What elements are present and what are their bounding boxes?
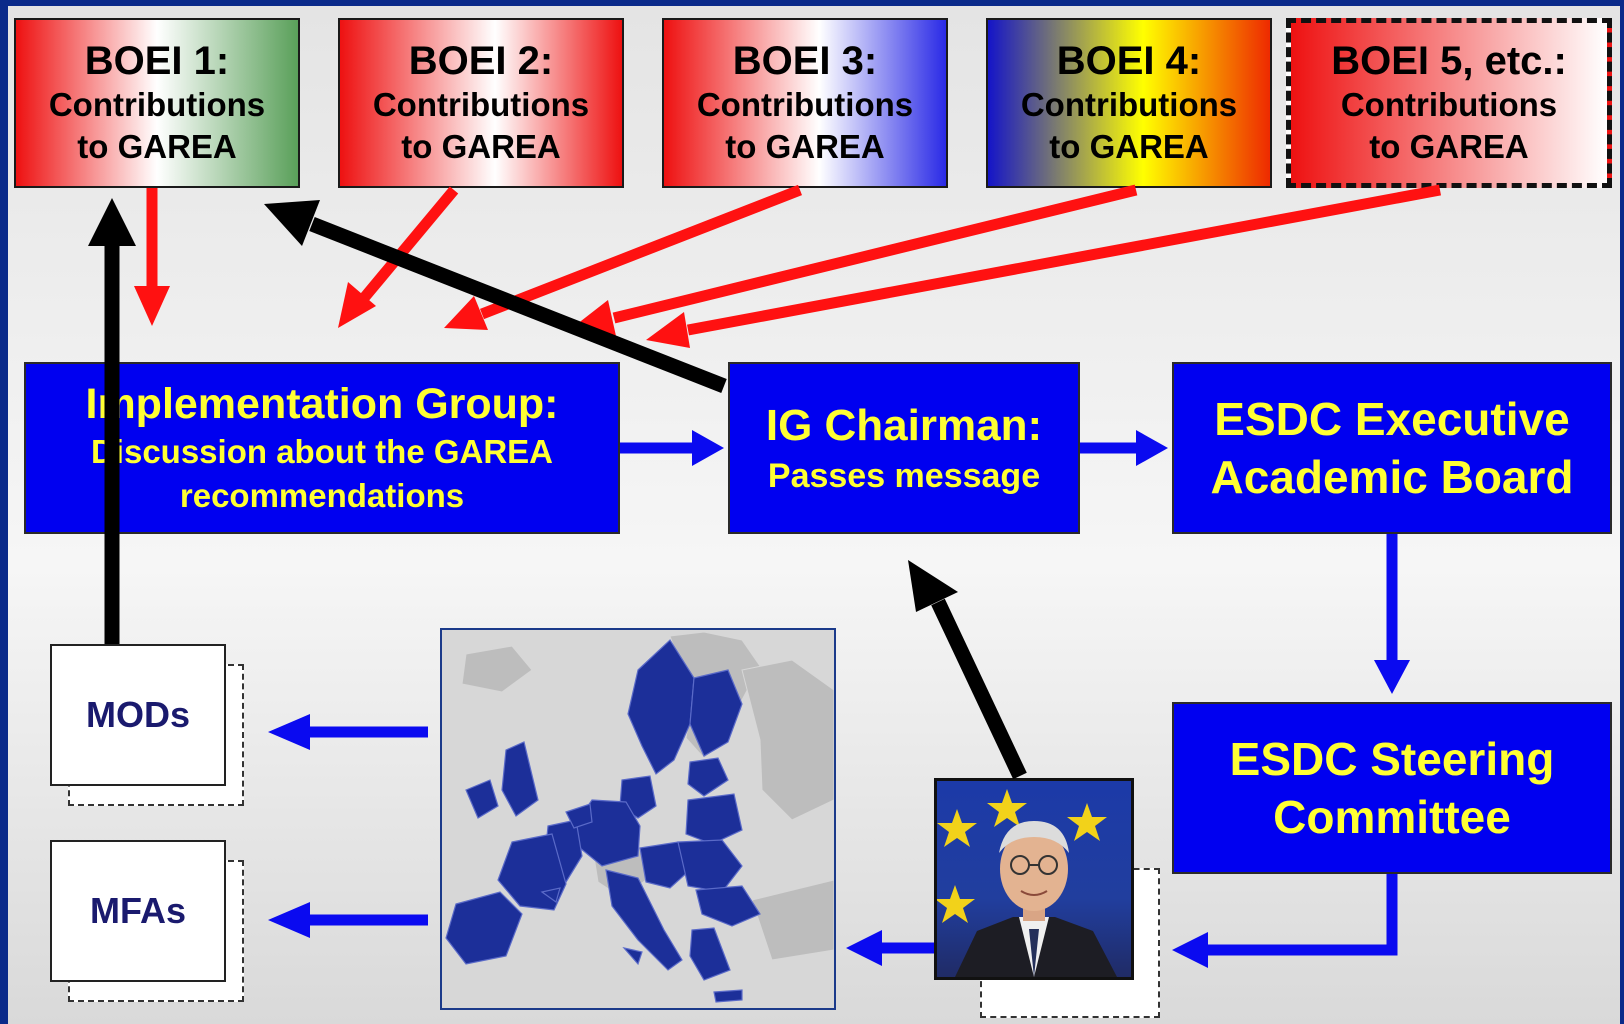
boei-3-line1: Contributions — [696, 86, 914, 123]
boei-4-line2: to GAREA — [1049, 128, 1209, 165]
executive-board-line1: ESDC Executive — [1214, 393, 1570, 445]
boei-2-line2: to GAREA — [401, 128, 561, 165]
black-arrow-portrait-to-chairman — [908, 560, 1027, 780]
boei-5-title: BOEI 5, etc.: — [1331, 39, 1567, 83]
blue-arrow-chairman-to-exec — [1080, 430, 1168, 466]
blue-arrow-exec-to-steering — [1374, 534, 1410, 694]
executive-board-box: ESDC Executive Academic Board — [1172, 362, 1612, 534]
executive-board-line2: Academic Board — [1210, 451, 1574, 503]
mods-label: MODs — [85, 694, 190, 735]
blue-arrows-group — [268, 430, 1410, 968]
blue-arrow-map-to-mods — [268, 714, 428, 750]
blue-arrow-impl-to-chairman — [620, 430, 724, 466]
boei-3-box: BOEI 3: Contributions to GAREA — [662, 18, 948, 188]
person-portrait-icon — [934, 778, 1134, 980]
blue-arrow-portrait-to-map — [846, 930, 934, 966]
blue-arrow-steering-to-portrait — [1172, 874, 1398, 968]
ig-chairman-subtitle: Passes message — [767, 457, 1041, 495]
boei-3-line2: to GAREA — [725, 128, 885, 165]
red-arrow-boei2 — [338, 186, 459, 328]
boei-2-box: BOEI 2: Contributions to GAREA — [338, 18, 624, 188]
boei-1-box: BOEI 1: Contributions to GAREA — [14, 18, 300, 188]
portrait-graphic — [937, 789, 1117, 977]
implementation-group-box: Implementation Group: Discussion about t… — [24, 362, 620, 534]
red-arrow-boei3 — [444, 184, 802, 330]
diagram-canvas: BOEI 1: Contributions to GAREA BOEI 2: C… — [8, 6, 1620, 1024]
blue-arrow-map-to-mfas — [268, 902, 428, 938]
implementation-group-line1: Discussion about the GAREA — [90, 433, 554, 470]
black-arrow-chairman-to-boei1 — [264, 200, 727, 393]
boei-5-line2: to GAREA — [1369, 128, 1529, 165]
boei-2-line1: Contributions — [372, 86, 590, 123]
black-arrow-mods-to-boei1 — [88, 198, 136, 644]
boei-1-line2: to GAREA — [77, 128, 237, 165]
boei-3-title: BOEI 3: — [732, 39, 878, 83]
implementation-group-line2: recommendations — [179, 477, 465, 514]
steering-committee-box: ESDC Steering Committee — [1172, 702, 1612, 874]
diagram-arrows — [88, 184, 1442, 968]
steering-committee-line1: ESDC Steering — [1229, 733, 1555, 785]
mfas-label: MFAs — [89, 890, 186, 931]
boei-4-line1: Contributions — [1020, 86, 1238, 123]
europe-map-graphic — [445, 631, 834, 1003]
red-arrows-group — [134, 184, 1442, 348]
black-arrows-group — [88, 198, 1027, 780]
implementation-group-title: Implementation Group: — [85, 380, 559, 428]
ig-chairman-title: IG Chairman: — [765, 401, 1043, 450]
ig-chairman-box: IG Chairman: Passes message — [728, 362, 1080, 534]
boei-5-line1: Contributions — [1340, 86, 1558, 123]
boei-1-title: BOEI 1: — [84, 39, 230, 83]
red-arrow-boei1 — [134, 188, 170, 326]
boei-5-box: BOEI 5, etc.: Contributions to GAREA — [1286, 18, 1612, 188]
europe-map-icon — [440, 628, 836, 1010]
mods-box: MODs — [50, 644, 226, 786]
boei-1-line1: Contributions — [48, 86, 266, 123]
steering-committee-line2: Committee — [1273, 791, 1511, 843]
boei-4-box: BOEI 4: Contributions to GAREA — [986, 18, 1272, 188]
boei-4-title: BOEI 4: — [1056, 39, 1202, 83]
mfas-box: MFAs — [50, 840, 226, 982]
red-arrow-boei5 — [646, 184, 1442, 348]
boei-2-title: BOEI 2: — [408, 39, 554, 83]
